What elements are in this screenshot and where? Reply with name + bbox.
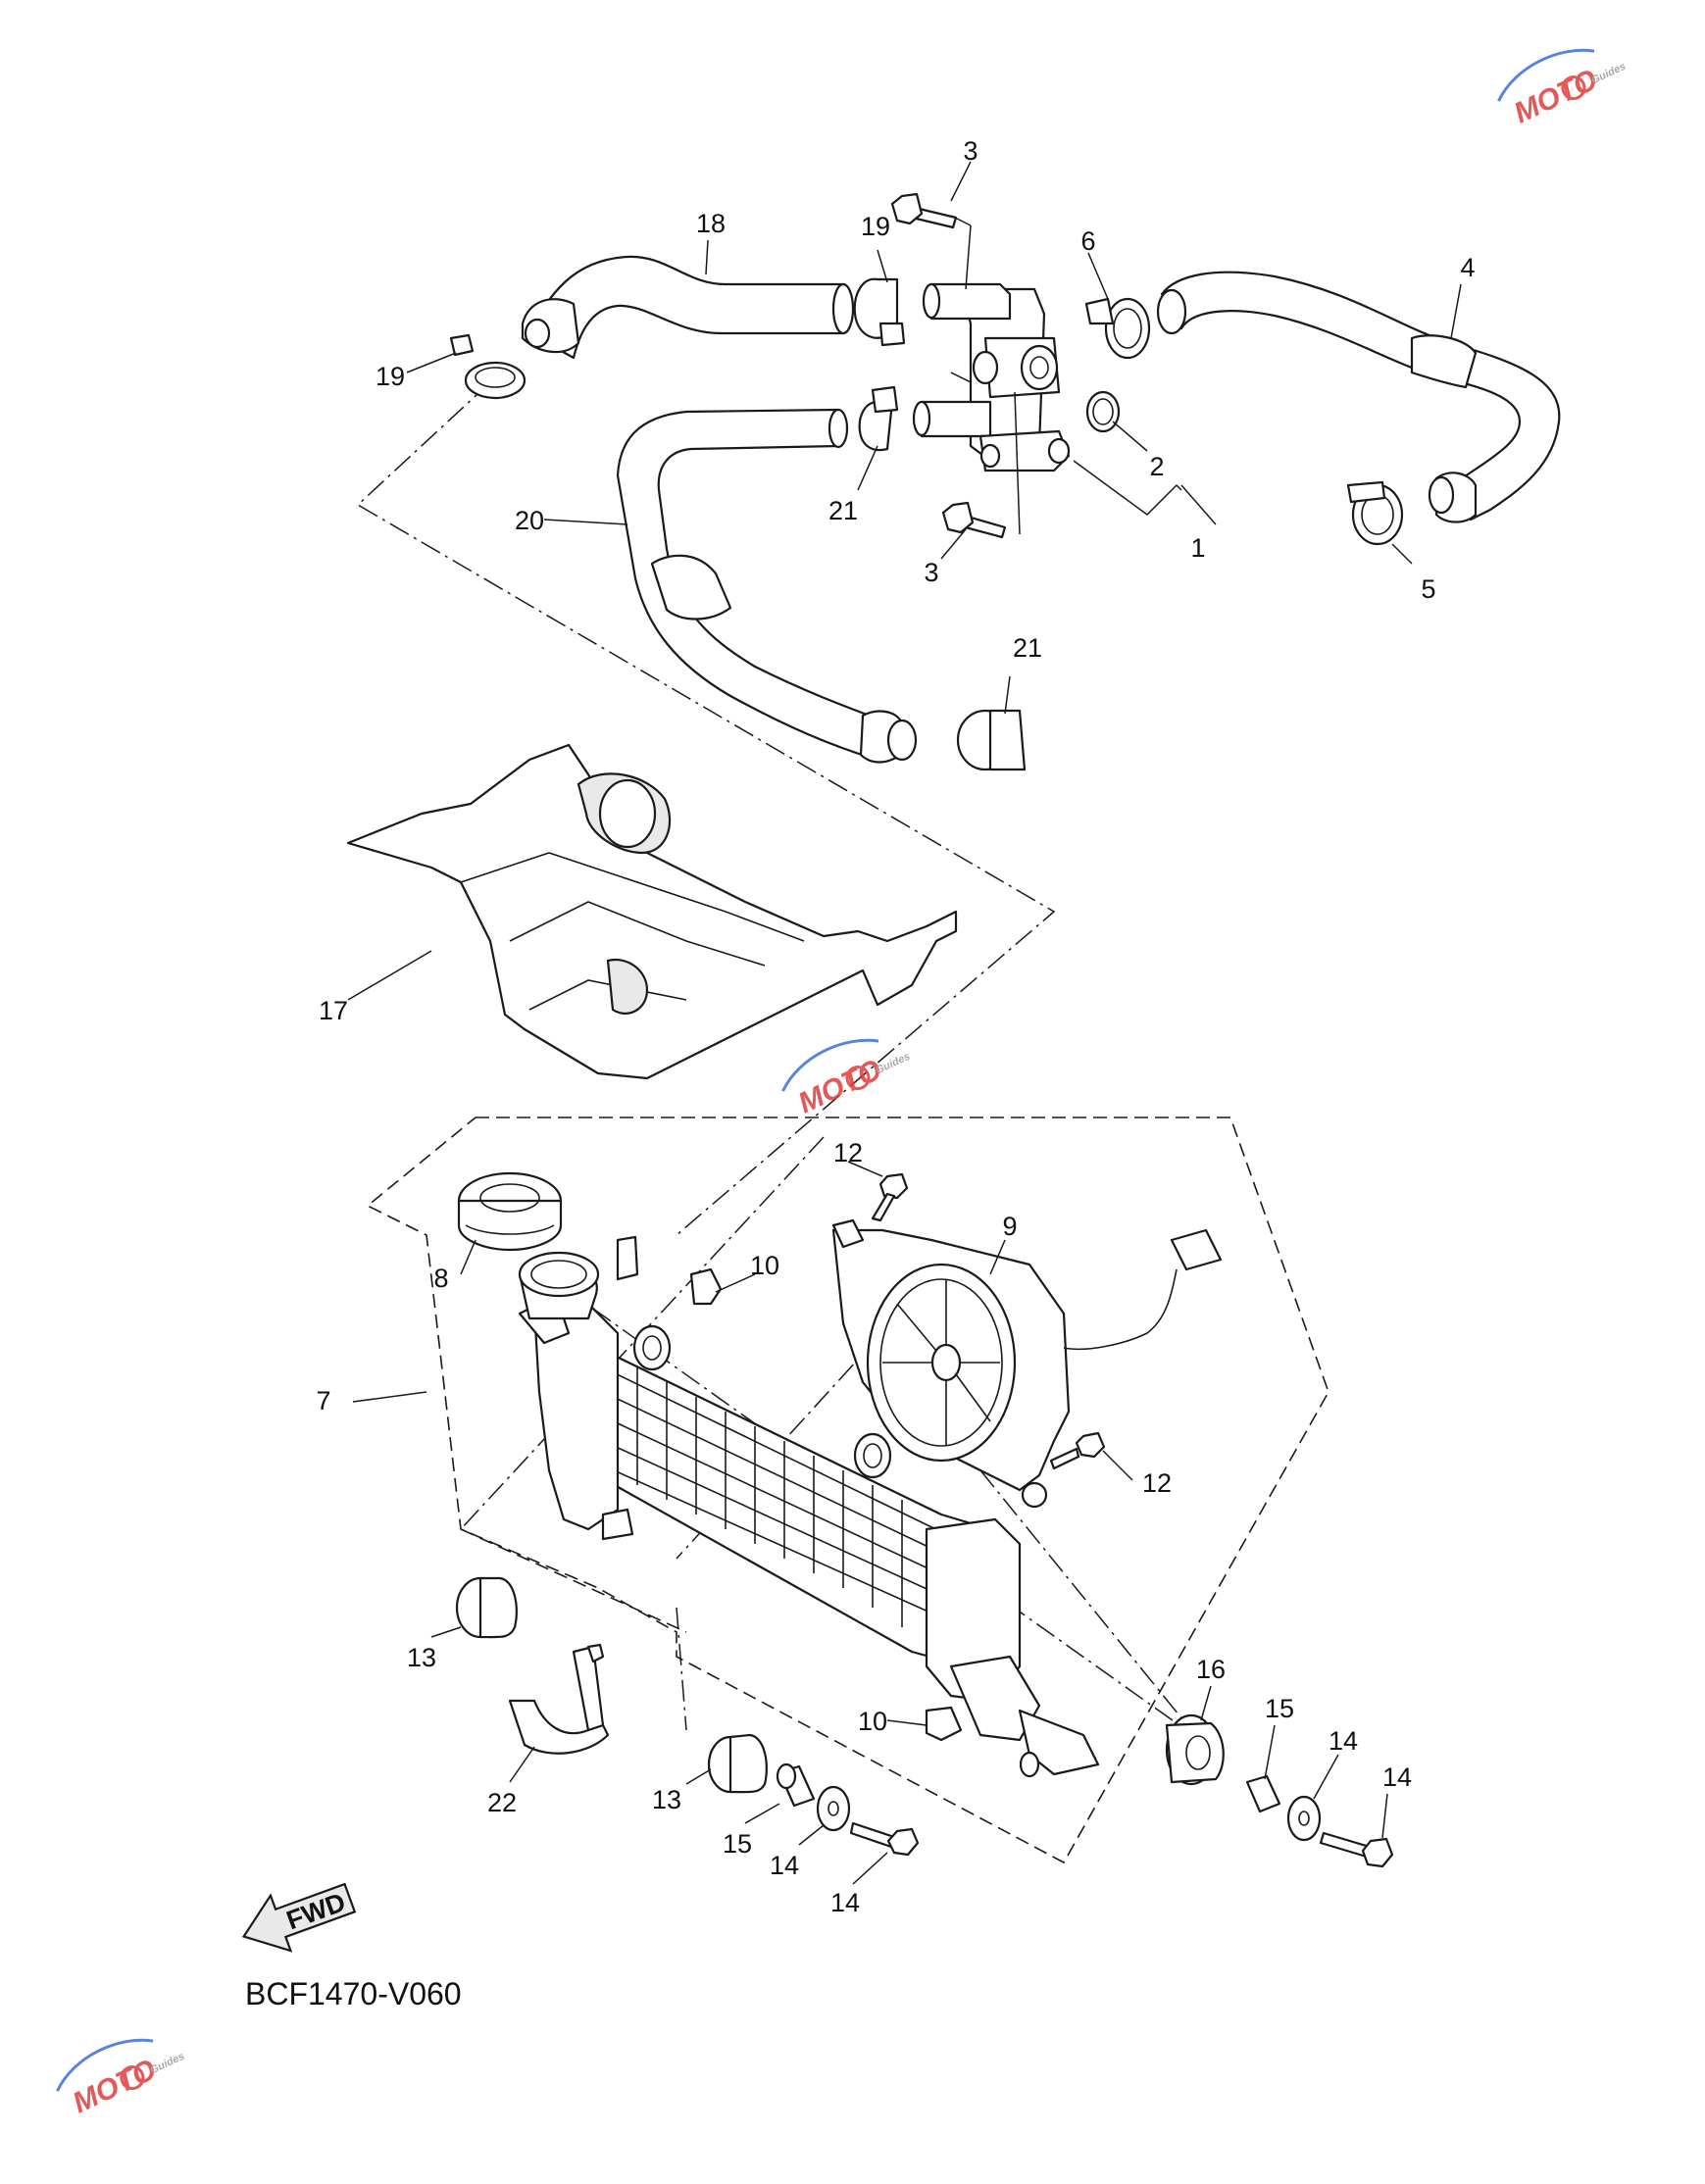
clamp-21-lower bbox=[956, 709, 1027, 771]
svg-text:MOTO: MOTO bbox=[68, 2054, 161, 2120]
callout-18: 18 bbox=[696, 209, 726, 238]
grommet-16 bbox=[1165, 1713, 1225, 1786]
callout-15-bottom: 15 bbox=[723, 1829, 752, 1859]
callout-14-bottom: 14 bbox=[770, 1851, 799, 1880]
radiator-cap-8 bbox=[457, 1171, 563, 1252]
callouts: 3 18 19 6 4 19 2 20 21 1 3 5 21 17 12 9 … bbox=[316, 136, 1475, 1917]
callout-5: 5 bbox=[1421, 574, 1435, 604]
callout-20: 20 bbox=[515, 506, 544, 535]
svg-text:Guides: Guides bbox=[148, 2051, 186, 2077]
callout-19-lower: 19 bbox=[376, 362, 405, 391]
svg-text:MOTO: MOTO bbox=[793, 1054, 886, 1120]
diagram-code: BCF1470-V060 bbox=[245, 1976, 462, 2011]
washer-14-right bbox=[1286, 1795, 1322, 1842]
washer-14-bottom bbox=[816, 1785, 851, 1832]
callout-22: 22 bbox=[487, 1788, 517, 1817]
clamp-19-lower bbox=[449, 333, 527, 400]
callout-13-right: 14 bbox=[1382, 1762, 1412, 1792]
thermostat-assembly bbox=[912, 282, 1071, 472]
shroud-17 bbox=[346, 743, 958, 1080]
callout-1: 1 bbox=[1190, 533, 1205, 563]
callout-11-lower: 12 bbox=[1142, 1468, 1172, 1498]
callout-10-upper: 10 bbox=[750, 1251, 779, 1280]
callout-16: 16 bbox=[1196, 1655, 1226, 1684]
collar-15-right bbox=[1245, 1774, 1281, 1813]
callout-2: 2 bbox=[1149, 452, 1164, 481]
callout-9: 9 bbox=[1002, 1212, 1017, 1241]
callout-11-upper: 12 bbox=[833, 1138, 863, 1167]
clamp-5 bbox=[1346, 480, 1404, 546]
svg-text:Guides: Guides bbox=[874, 1051, 912, 1077]
fwd-arrow-icon: FWD bbox=[241, 1882, 357, 1953]
callout-4: 4 bbox=[1460, 253, 1475, 282]
bracket-10-lower bbox=[925, 1706, 963, 1742]
o-ring-2 bbox=[1085, 390, 1121, 433]
callout-12-bottom: 13 bbox=[652, 1785, 681, 1814]
callout-19-upper: 19 bbox=[861, 212, 890, 241]
callout-12-left: 13 bbox=[407, 1643, 436, 1672]
bolt-11-lower bbox=[1049, 1431, 1106, 1470]
callout-13-bottom: 14 bbox=[830, 1888, 860, 1917]
hose-20 bbox=[616, 408, 918, 764]
callout-21-upper: 21 bbox=[828, 496, 858, 525]
watermark-logo-bottom-left: MOTO Guides bbox=[56, 2038, 186, 2120]
callout-3-upper: 3 bbox=[963, 136, 978, 166]
fan-9 bbox=[831, 1218, 1223, 1509]
callout-21-lower: 21 bbox=[1013, 633, 1042, 663]
bolt-11-upper bbox=[871, 1172, 909, 1222]
bracket-22 bbox=[508, 1643, 610, 1755]
callout-3-lower: 3 bbox=[924, 558, 938, 587]
clamp-21-upper bbox=[858, 385, 899, 452]
leader-lines bbox=[347, 161, 1462, 1885]
radiator-core bbox=[518, 1235, 1100, 1778]
bolt-13-bottom bbox=[849, 1821, 920, 1857]
svg-text:MOTO: MOTO bbox=[1509, 64, 1602, 130]
callout-7: 7 bbox=[316, 1386, 330, 1415]
callout-17: 17 bbox=[319, 996, 348, 1025]
callout-6: 6 bbox=[1080, 226, 1095, 256]
grommet-12-left bbox=[455, 1576, 518, 1639]
hose-4 bbox=[1156, 271, 1561, 523]
bracket-10-upper bbox=[689, 1267, 723, 1306]
callout-15-right: 15 bbox=[1265, 1694, 1294, 1723]
bolt-13-right bbox=[1319, 1831, 1394, 1868]
callout-10-lower: 10 bbox=[858, 1707, 887, 1736]
callout-14-right: 14 bbox=[1329, 1726, 1358, 1756]
clamp-6 bbox=[1084, 297, 1151, 360]
watermark-logo-top-right: MOTO Guides bbox=[1497, 48, 1628, 130]
grommet-12-bottom bbox=[707, 1733, 768, 1794]
watermark-logo-center: MOTO Guides bbox=[781, 1038, 912, 1120]
hose-18 bbox=[521, 255, 855, 360]
clamp-19-upper bbox=[853, 277, 906, 347]
callout-8: 8 bbox=[433, 1264, 448, 1293]
bolt-3-lower bbox=[941, 501, 1007, 539]
radiator-assembly-outline bbox=[366, 1117, 1329, 1864]
svg-text:Guides: Guides bbox=[1589, 61, 1628, 87]
bolt-3-upper bbox=[890, 192, 958, 229]
